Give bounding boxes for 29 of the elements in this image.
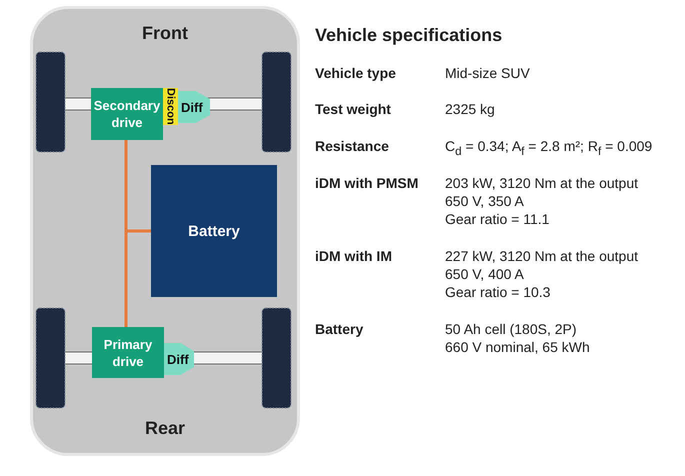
spec-name: Test weight bbox=[315, 101, 391, 117]
spec-title: Vehicle specifications bbox=[315, 25, 502, 46]
spec-value: C$_{d}$ = 0.34; A$_{f}$ = 2.8 m²; R$_{f}$ = 0.009 bbox=[445, 138, 652, 158]
spec-name: iDM with PMSM bbox=[315, 175, 418, 191]
differential bbox=[178, 91, 210, 123]
spec-name: Battery bbox=[315, 321, 364, 337]
drive-unit-box: Secondary drive bbox=[91, 88, 163, 140]
body-end-label: Rear bbox=[144, 418, 186, 439]
drive-unit-box: Primary drive bbox=[92, 327, 164, 378]
spec-value: 660 V nominal, 65 kWh bbox=[445, 339, 590, 355]
spec-value: 2325 kg bbox=[445, 101, 495, 117]
battery-box: Battery bbox=[151, 165, 277, 297]
component-label: Diff bbox=[181, 100, 203, 114]
component-label: Diff bbox=[167, 352, 189, 366]
vehicle-body bbox=[30, 6, 300, 456]
spec-value: Gear ratio = 10.3 bbox=[445, 284, 550, 300]
spec-value: Gear ratio = 11.1 bbox=[445, 211, 550, 227]
power-cable-line bbox=[124, 230, 151, 327]
spec-name: Vehicle type bbox=[315, 65, 396, 81]
disconnect-unit: Discon bbox=[163, 88, 178, 125]
spec-name: Resistance bbox=[315, 138, 389, 154]
spec-value: Mid-size SUV bbox=[445, 65, 530, 81]
spec-value: 650 V, 350 A bbox=[445, 193, 524, 209]
body-end-label: Front bbox=[141, 23, 189, 44]
spec-value: 203 kW, 3120 Nm at the output bbox=[445, 175, 638, 191]
spec-value: 50 Ah cell (180S, 2P) bbox=[445, 321, 577, 337]
spec-value: 650 V, 400 A bbox=[445, 266, 524, 282]
spec-value: 227 kW, 3120 Nm at the output bbox=[445, 248, 638, 264]
spec-name: iDM with IM bbox=[315, 248, 392, 264]
